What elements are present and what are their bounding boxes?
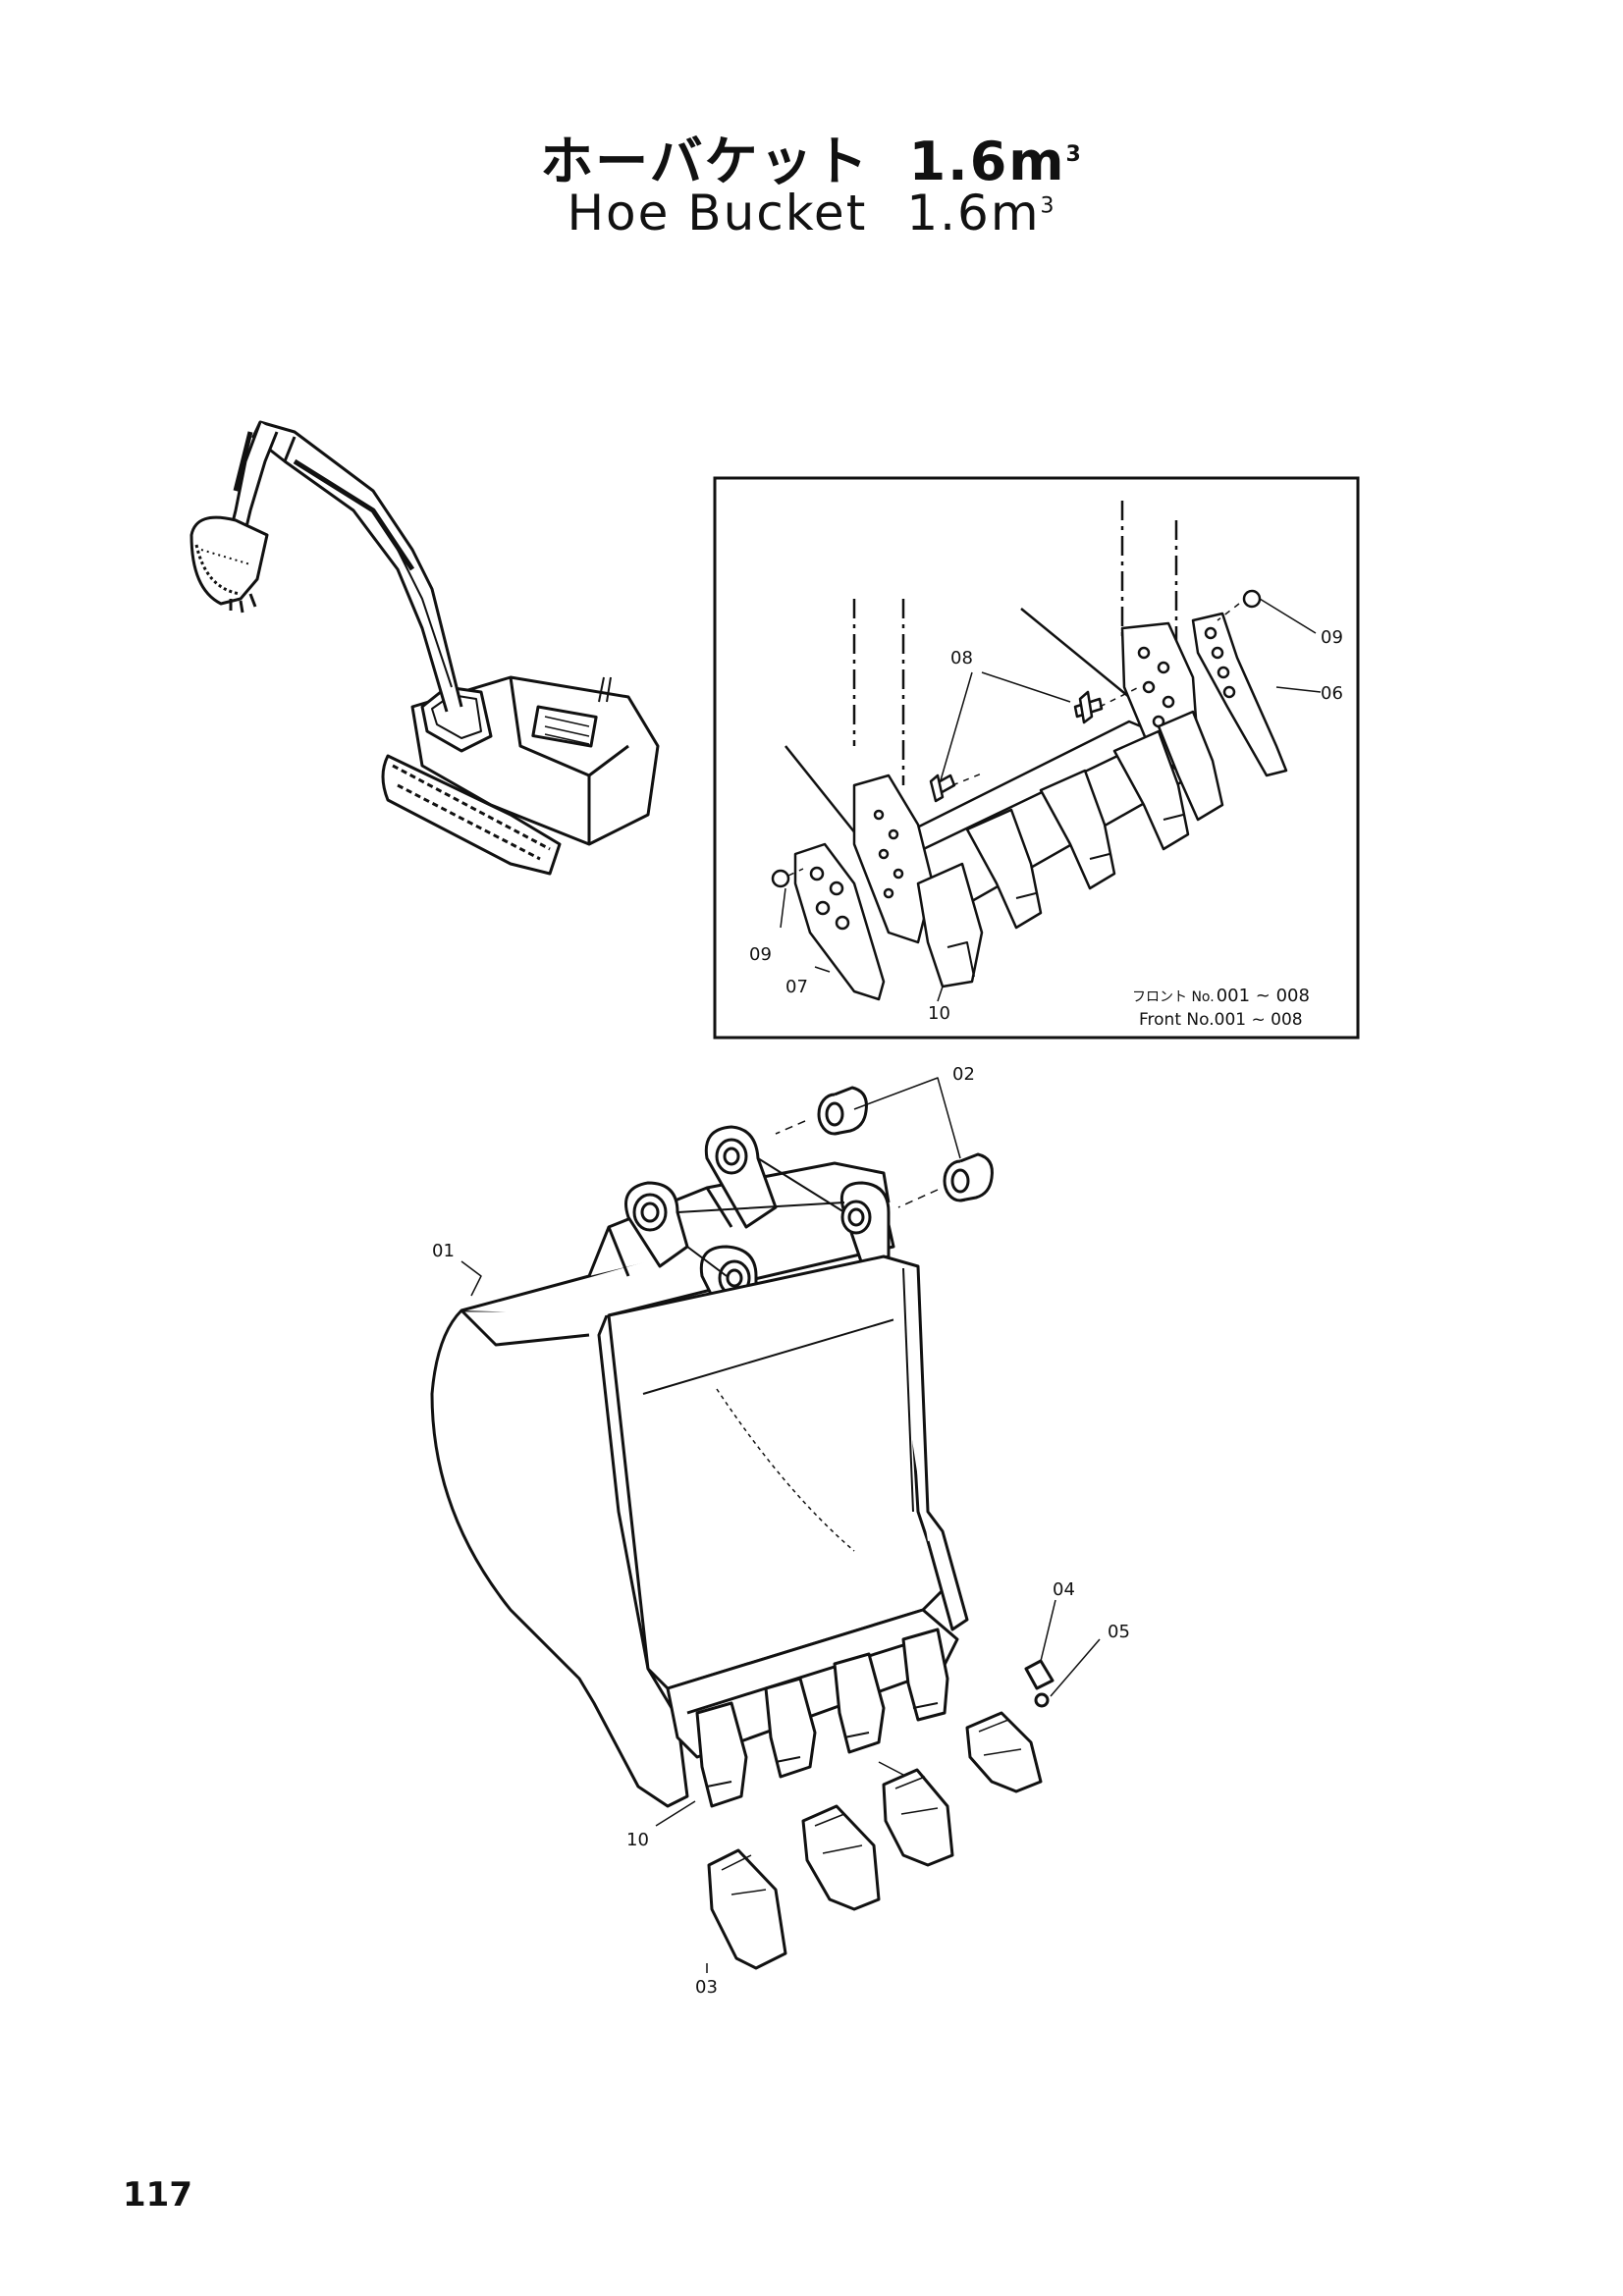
- inset-callout-09-right: 09: [1321, 627, 1343, 648]
- inset-note-jp: フロント No.001 ~ 008: [1132, 986, 1310, 1006]
- inset-note-jp-prefix: フロント No.: [1132, 989, 1215, 1005]
- inset-callout-08: 08: [950, 648, 973, 668]
- title-english: Hoe Bucket 1.6m3: [0, 185, 1623, 241]
- callout-03: 03: [695, 1977, 718, 1998]
- bucket-assembly: [430, 1077, 1101, 1973]
- title-en-capacity-sup: 3: [1040, 193, 1056, 219]
- inset-callout-09-left: 09: [749, 944, 772, 965]
- title-jp-name: ホーバケット: [540, 131, 870, 192]
- title-en-capacity: 1.6m: [906, 185, 1041, 241]
- inset-detail: 08 09 06 09 07 10 フロント No.001 ~ 008 Fron…: [713, 476, 1360, 1040]
- title-jp-capacity: 1.6m: [908, 131, 1066, 192]
- callout-01: 01: [432, 1241, 455, 1261]
- inset-callout-06: 06: [1321, 683, 1343, 704]
- title-jp-capacity-sup: 3: [1065, 142, 1083, 167]
- excavator-illustration: [189, 420, 660, 876]
- callout-10: 10: [626, 1830, 649, 1850]
- callout-04: 04: [1053, 1579, 1075, 1600]
- inset-note-jp-range: 001 ~ 008: [1217, 986, 1310, 1006]
- title-en-name: Hoe Bucket: [567, 185, 868, 241]
- inset-note-en: Front No.001 ~ 008: [1139, 1010, 1303, 1030]
- bushing-lower: [943, 1152, 994, 1202]
- bushing-upper: [817, 1086, 868, 1136]
- callout-05: 05: [1108, 1622, 1130, 1642]
- inset-callout-10: 10: [928, 1003, 950, 1024]
- page-number: 117: [123, 2175, 192, 2215]
- title-japanese: ホーバケット 1.6m3: [0, 118, 1623, 195]
- inset-callout-07: 07: [785, 977, 808, 997]
- callout-02: 02: [952, 1064, 975, 1085]
